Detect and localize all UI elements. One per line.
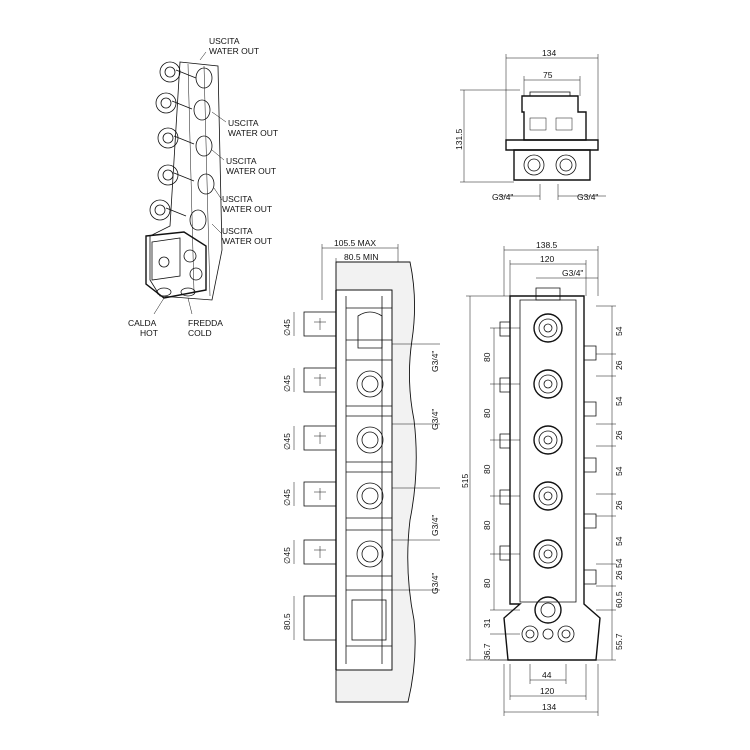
front-knob-2: [533, 369, 563, 399]
front-left-dim-5: 80: [482, 578, 492, 588]
top-thread-left: G3/4": [492, 192, 513, 202]
outlet-label-4-en: WATER OUT: [222, 204, 272, 214]
front-right-dim-11: 55.7: [614, 633, 624, 650]
side-thread-4: G3/4": [430, 573, 440, 594]
hot-label-en: HOT: [140, 328, 158, 338]
front-right-dim-5: 54: [614, 466, 624, 476]
front-top-thread: G3/4": [562, 268, 583, 278]
cold-label-en: COLD: [188, 328, 212, 338]
outlet-label-4-it: USCITA: [222, 194, 253, 204]
top-inner-width-dim: 75: [543, 70, 553, 80]
iso-knob-1: [159, 61, 213, 89]
front-right-dim-6: 26: [614, 500, 624, 510]
iso-knob-2: [155, 92, 211, 121]
iso-knob-4: [157, 164, 215, 195]
isometric-view: USCITA WATER OUT USCITA WATER OUT USCITA…: [128, 36, 278, 338]
side-cartridge-1: [303, 307, 392, 349]
top-view: 134 75 131.5 G3/4" G3/4": [454, 48, 606, 202]
outlet-label-2-en: WATER OUT: [228, 128, 278, 138]
front-right-dim-10: 60.5: [614, 591, 624, 608]
front-knob-4: [533, 481, 563, 511]
front-right-dim-7: 54: [614, 536, 624, 546]
side-dia-4: ∅45: [282, 489, 292, 506]
front-knob-1: [533, 313, 563, 343]
outlet-label-5-en: WATER OUT: [222, 236, 272, 246]
front-bottom-total: 134: [542, 702, 556, 712]
iso-knob-3: [157, 127, 213, 157]
side-dia-5: ∅45: [282, 547, 292, 564]
iso-inlet-box: [145, 231, 207, 299]
side-cartridge-5: [303, 529, 392, 577]
front-right-dim-1: 54: [614, 326, 624, 336]
front-right-dim-9: 54: [614, 558, 624, 568]
side-dia-3: ∅45: [282, 433, 292, 450]
front-right-dim-8: 26: [614, 570, 624, 580]
side-dia-2: ∅45: [282, 375, 292, 392]
cold-label-it: FREDDA: [188, 318, 223, 328]
iso-knob-5: [149, 199, 207, 231]
side-inlet-block: [303, 589, 392, 647]
front-view: 138.5 120 G3/4" 515 80 80 80 80 80 31 36…: [460, 240, 624, 716]
top-thread-right: G3/4": [577, 192, 598, 202]
front-right-dim-3: 54: [614, 396, 624, 406]
front-right-dim-2: 26: [614, 360, 624, 370]
hot-label-it: CALDA: [128, 318, 157, 328]
outlet-label-2-it: USCITA: [228, 118, 259, 128]
depth-min-dim: 80.5 MIN: [344, 252, 379, 262]
front-knob-3: [533, 425, 563, 455]
front-left-dim-3: 80: [482, 464, 492, 474]
front-left-dim-4: 80: [482, 520, 492, 530]
outlet-label-3-it: USCITA: [226, 156, 257, 166]
front-top-width: 138.5: [536, 240, 558, 250]
side-dia-1: ∅45: [282, 319, 292, 336]
wall-section: [335, 261, 417, 703]
front-knob-5: [533, 539, 563, 569]
side-thread-3: G3/4": [430, 515, 440, 536]
outlet-label-3-en: WATER OUT: [226, 166, 276, 176]
front-top-inner: 120: [540, 254, 554, 264]
front-total-height: 515: [460, 474, 470, 488]
front-left-bottom-a: 31: [482, 618, 492, 628]
depth-max-dim: 105.5 MAX: [334, 238, 376, 248]
front-left-dim-2: 80: [482, 408, 492, 418]
side-thread-2: G3/4": [430, 409, 440, 430]
front-bottom-mid: 120: [540, 686, 554, 696]
side-cartridge-4: [303, 471, 392, 519]
front-right-dim-4: 26: [614, 430, 624, 440]
side-cartridge-2: [303, 359, 392, 407]
front-bottom-inner: 44: [542, 670, 552, 680]
side-cartridge-3: [303, 415, 392, 463]
side-thread-1: G3/4": [430, 351, 440, 372]
side-view: 105.5 MAX 80.5 MIN ∅45 ∅45 ∅45 ∅45 ∅45 8…: [282, 238, 440, 703]
outlet-label-1-it: USCITA: [209, 36, 240, 46]
outlet-label-5-it: USCITA: [222, 226, 253, 236]
front-left-bottom-b: 36.7: [482, 643, 492, 660]
front-left-dim-1: 80: [482, 352, 492, 362]
front-inlet-block: [521, 596, 575, 643]
side-bottom-dim: 80.5: [282, 613, 292, 630]
outlet-label-1-en: WATER OUT: [209, 46, 259, 56]
top-width-dim: 134: [542, 48, 556, 58]
top-height-dim: 131.5: [454, 128, 464, 150]
